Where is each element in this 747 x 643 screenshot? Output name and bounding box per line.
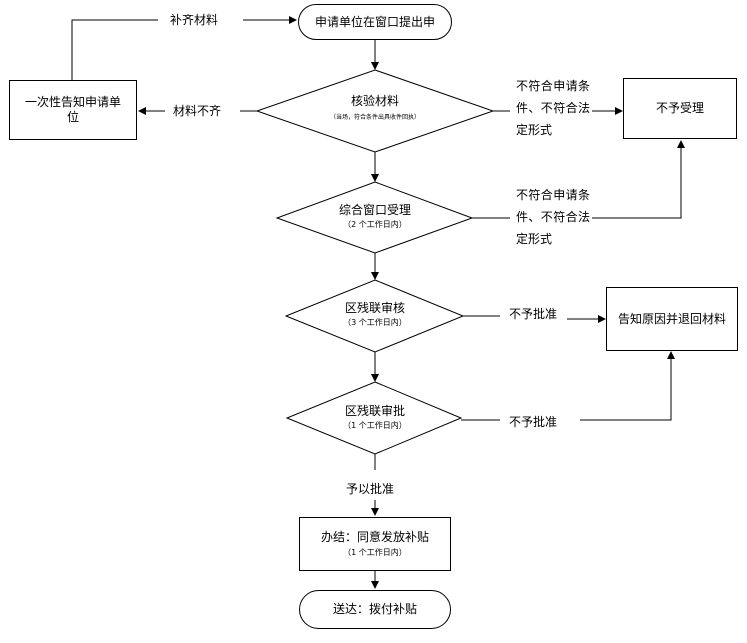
- start-text: 申请单位在窗口提出申: [314, 14, 435, 29]
- window-label: 综合窗口受理 （2 个工作日内）: [295, 203, 455, 230]
- notify-node: 一次性告知申请单位: [9, 80, 137, 140]
- deliver-text: 送达：拨付补贴: [332, 602, 417, 616]
- approve-label: 区残联审批 （1 个工作日内）: [295, 404, 455, 431]
- label-not-meet-2: 不符合申请条件、不符合法定形式: [516, 188, 590, 246]
- verify-label: 核验材料 （当场，符合条件出具收件回执）: [295, 94, 455, 122]
- finish-node: 办结：同意发放补贴 （1 个工作日内）: [299, 517, 451, 571]
- review-days: （3 个工作日内）: [343, 318, 407, 327]
- label-grant: 予以批准: [346, 482, 395, 496]
- finish-text: 办结：同意发放补贴: [320, 530, 429, 544]
- deliver-node: 送达：拨付补贴: [299, 590, 451, 629]
- finish-days: （1 个工作日内）: [343, 548, 407, 557]
- line-notify-supplement: [71, 19, 158, 80]
- label-supplement: 补齐材料: [170, 13, 219, 27]
- label-not-meet-1: 不符合申请条件、不符合法定形式: [516, 79, 590, 137]
- review-label: 区残联审核 （3 个工作日内）: [295, 301, 455, 328]
- verify-note: （当场，符合条件出具收件回执）: [329, 114, 420, 121]
- approve-title: 区残联审批: [344, 404, 405, 418]
- approve-days: （1 个工作日内）: [343, 421, 407, 430]
- return-text: 告知原因并退回材料: [617, 311, 726, 326]
- label-no-approve-1: 不予批准: [509, 307, 558, 321]
- reject-accept-text: 不予受理: [655, 101, 704, 115]
- label-incomplete: 材料不齐: [173, 104, 222, 118]
- arrow-noapprove2-return: [580, 351, 675, 421]
- return-node: 告知原因并退回材料: [606, 287, 738, 351]
- reject-accept-node: 不予受理: [623, 78, 737, 139]
- notify-text: 一次性告知申请单位: [24, 95, 121, 124]
- window-days: （2 个工作日内）: [343, 220, 407, 229]
- start-node: 申请单位在窗口提出申: [298, 4, 452, 40]
- label-no-approve-2: 不予批准: [509, 415, 558, 429]
- review-title: 区残联审核: [344, 301, 405, 315]
- window-title: 综合窗口受理: [338, 203, 411, 217]
- verify-title: 核验材料: [350, 94, 399, 108]
- arrow-notmeet2-reject: [592, 140, 685, 219]
